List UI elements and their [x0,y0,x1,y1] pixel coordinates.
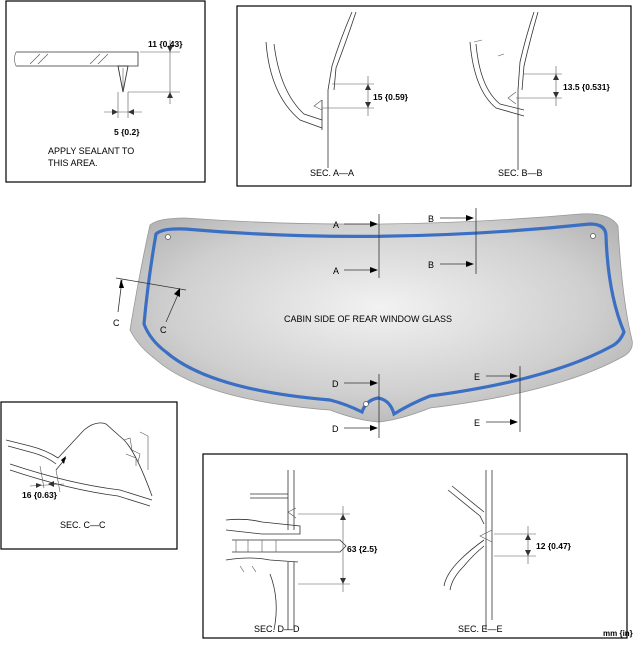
marker-a-top: A [333,220,339,230]
marker-b-top: B [428,214,434,224]
section-c-panel: 16 {0.63} SEC. C—C [0,401,178,550]
section-c-dim: 16 {0.63} [22,490,58,500]
section-b-dim: 13.5 {0.531} [563,82,610,92]
section-d-caption: SEC. D—D [254,624,300,634]
section-a-caption: SEC. A—A [310,168,354,178]
marker-a-bottom: A [333,266,339,276]
sections-ab-panel: 15 {0.59} SEC. A—A 13.5 {0.531} SEC. B—B [236,5,632,187]
section-b-caption: SEC. B—B [498,168,543,178]
marker-b-bottom: B [428,260,434,270]
sections-de-panel: 63 {2.5} SEC. D—D 12 {0.47} SEC. E—E [202,453,628,639]
marker-c-right: C [160,325,167,335]
marker-e-top: E [474,372,480,382]
sealant-bead-outline [142,222,626,417]
glass-caption: CABIN SIDE OF REAR WINDOW GLASS [284,314,452,324]
sealant-height-dim: 11 {0.43} [148,39,183,49]
units-label: mm {in} [603,629,633,638]
sealant-note-line2: THIS AREA. [48,158,98,168]
sealant-width-dim: 5 {0.2} [114,127,140,137]
rear-window-glass: CABIN SIDE OF REAR WINDOW GLASS A A B B … [113,208,633,438]
sealant-note-line1: APPLY SEALANT TO [48,146,134,156]
section-a-dim: 15 {0.59} [373,92,409,102]
section-e-caption: SEC. E—E [458,624,503,634]
section-e-dim: 12 {0.47} [536,541,572,551]
section-c-caption: SEC. C—C [60,520,106,530]
pin-bottom-icon [363,401,369,407]
pin-left-icon [165,234,171,240]
glass-surface [129,213,633,423]
marker-e-bottom: E [474,418,480,428]
section-d-dim: 63 {2.5} [347,544,378,554]
sealant-detail-panel: 11 {0.43} 5 {0.2} APPLY SEALANT TO THIS … [5,0,206,183]
marker-d-bottom: D [332,424,339,434]
marker-c-left: C [113,318,120,328]
pin-right-icon [590,233,596,239]
marker-d-top: D [332,379,339,389]
